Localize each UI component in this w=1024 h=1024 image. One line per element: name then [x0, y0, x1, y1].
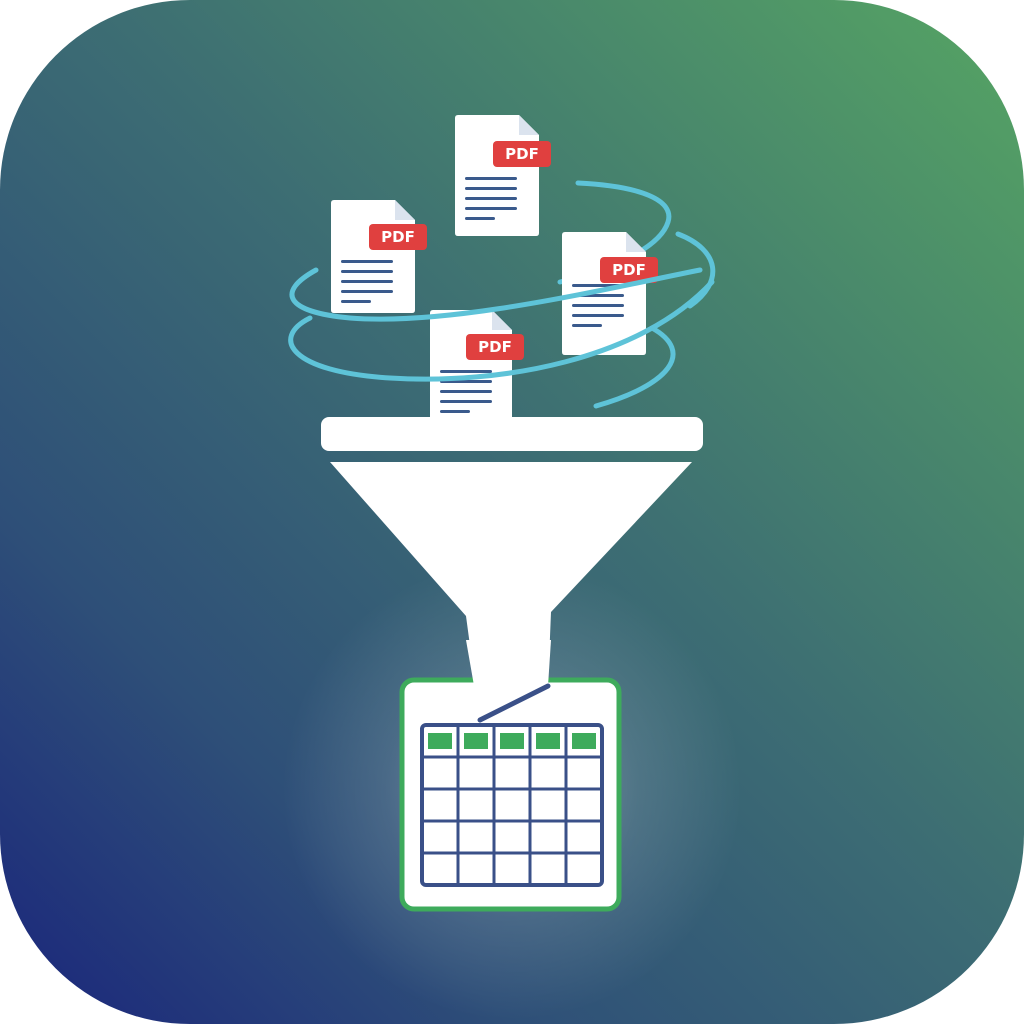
pdf-badge-label: PDF: [478, 338, 512, 356]
funnel-spout-edge: [477, 683, 551, 723]
pdf-badge-label: PDF: [505, 145, 539, 163]
pdf-badge: [466, 334, 524, 360]
spreadsheet-header-cell: [428, 733, 452, 749]
pdf-document-icon: PDF: [562, 232, 658, 355]
orbit-ring-front: [288, 267, 715, 409]
spreadsheet-icon: [399, 640, 622, 912]
spreadsheet-header-cell: [464, 733, 488, 749]
spreadsheet-grid-border: [420, 723, 604, 887]
pdf-badge-label: PDF: [612, 261, 646, 279]
pdf-document-icon: PDF: [430, 310, 524, 420]
spreadsheet-frame: [399, 677, 622, 912]
funnel-spout: [466, 640, 551, 720]
spreadsheet-header-cell: [572, 733, 596, 749]
funnel-body: [330, 462, 692, 720]
pdf-badge: [369, 224, 427, 250]
spreadsheet-header-cell: [500, 733, 524, 749]
spreadsheet-header-cell: [536, 733, 560, 749]
spreadsheet-grid: [420, 723, 604, 887]
pdf-badge: [493, 141, 551, 167]
pdf-document-icon: PDF: [331, 200, 427, 313]
pdf-badge: [600, 257, 658, 283]
pdf-badge-label: PDF: [381, 228, 415, 246]
pdf-document-icon: PDF: [455, 115, 551, 236]
funnel-rim: [321, 417, 703, 451]
funnel-icon: [321, 417, 703, 720]
